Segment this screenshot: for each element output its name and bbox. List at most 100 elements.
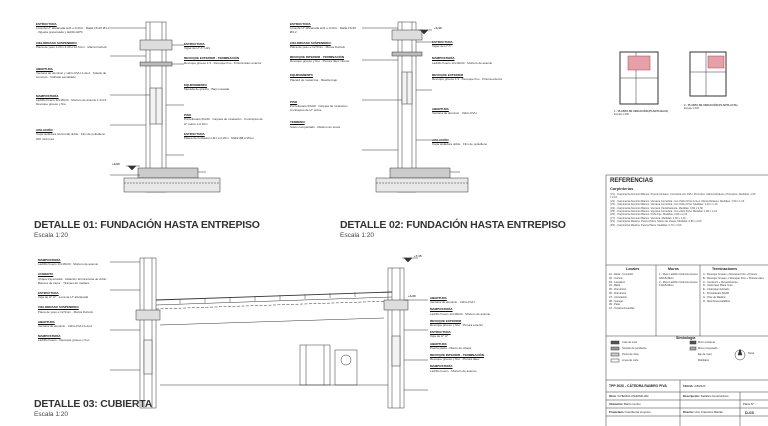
date-value: 2/8/2020 <box>694 384 706 388</box>
note-text: Ladrillo hueco 12x18x33 · Mortero de asi… <box>430 311 491 316</box>
desc-value: Detalles Constructivos <box>700 394 729 398</box>
note-heading: EQUIPAMIENTO <box>290 73 313 78</box>
note-text: Porcellanato 60x60 · Carpeta de nivelaci… <box>290 104 350 113</box>
plan-1-label: 1 - PLANTA DE UBICACIÓN (PLANTA BAJA) Es… <box>614 110 670 116</box>
note-heading: ESTRUCTURA <box>184 131 205 136</box>
note-text: Placa de yeso 1,20 x 2,40 e:12,5mm · Mar… <box>36 44 107 49</box>
terminacion-item: D - Cielorraso Placa Yeso <box>703 284 733 288</box>
director-label: Director: <box>683 410 695 414</box>
locale-item: 03 - Lavadero <box>609 280 626 284</box>
symbol-item: Muro existente <box>698 341 716 344</box>
locale-item: 05 - Dormitorio <box>609 288 627 292</box>
simbologia-list-a: Cota de nivel Sentido de pendiente Punto… <box>622 340 682 364</box>
detail-02-scale: Escala 1:20 <box>340 232 374 239</box>
lugar-label: Ubicación: <box>609 402 624 406</box>
note-text: Revoque grueso y fino · Pintura látex <box>430 357 480 362</box>
detail-01-title: DETALLE 01: FUNDACIÓN HASTA ENTREPISO <box>34 219 260 231</box>
note-text: Ventana de aluminio · Vidrio DVH 4+9+4 <box>38 324 92 329</box>
note-heading: ESTRUCTURA <box>432 40 453 44</box>
locale-item: 10 - Terraza Accesible <box>609 307 635 311</box>
muros-title: Muros <box>668 267 679 271</box>
note-text: Revoque grueso y fino · Pintura látex in… <box>290 59 350 64</box>
note-text: Viga de H° A° · Losa de H° alivianada <box>38 295 89 300</box>
note-text: Ladrillo hueco 12x18x33 · Mortero de asi… <box>432 60 493 65</box>
symbol-item: Eje de muro <box>698 353 712 356</box>
note-heading: MAMPOSTERÍA <box>38 334 61 339</box>
note-heading: ABERTURA <box>430 341 447 346</box>
reference-item: (P2) - Carpintería Madera. Puerta Placa.… <box>610 223 682 227</box>
note-text: Revoque grueso y fino · Pintura exterior <box>430 323 484 328</box>
muro-item: 2 - Muro Ladrillo Cerámico Hueco 12x18x3… <box>659 280 698 288</box>
locale-item: 08 - Garage <box>609 299 623 303</box>
symbol-item: Punto de vista <box>622 353 639 356</box>
title-block-plano-label: Plano N° <box>743 402 755 406</box>
simbologia-title: Simbología <box>676 336 696 340</box>
reference-item: (V3) - Carpintería Aluminio Blanco. Vent… <box>610 203 718 207</box>
note-heading: MAMPOSTERÍA <box>36 93 59 98</box>
locale-item: 02 - Cocina <box>609 276 623 280</box>
title-block-date: FECHA: 2/8/2020 <box>683 384 705 388</box>
references-subheading: Carpinterías <box>610 186 634 191</box>
simbologia-list-b: Muro existente Muro proyectado Eje de mu… <box>698 340 738 364</box>
note-text: Ladrillo hueco · Revoque grueso y fino <box>38 338 90 343</box>
title-block-owner: Propietario: Familia del proyecto <box>609 410 651 414</box>
note-text: Ladrillo hueco 12x18x33 · Mortero de asi… <box>38 262 99 267</box>
locale-item: 01 - Estar - Comedor <box>609 273 634 276</box>
desc-label: Descripción: <box>683 394 700 398</box>
plan-1-scale: Escala 1:200 <box>614 113 629 116</box>
note-text: Losa de H° alivianada H21 e:0,20m · Mall… <box>290 26 357 35</box>
note-heading: ESTRUCTURA <box>430 330 451 335</box>
note-heading: PISO <box>184 113 192 118</box>
note-heading: ABERTURA <box>432 107 449 112</box>
reference-item: (V6) - Carpintería Aluminio Blanco. Paño… <box>610 213 688 217</box>
title-block-obra: Obra: VIVIENDA UNIFAMILIAR <box>609 394 649 398</box>
references-list: (V1) - Carpintería Aluminio Blanco. Puer… <box>610 193 756 227</box>
obra-value: VIVIENDA UNIFAMILIAR <box>617 394 649 398</box>
note-text: Vigas de H° A° H21 <box>184 46 211 51</box>
locale-item: 09 - Patio <box>609 303 621 307</box>
terminacion-item: H - Membrana Asfáltica <box>703 299 730 303</box>
detail-03-title: DETALLE 03: CUBIERTA <box>34 398 153 410</box>
detail-03-scale: Escala 1:20 <box>34 411 68 418</box>
level-mark: +3,00 <box>112 162 120 166</box>
title-block-plano: D-03 <box>745 410 754 415</box>
note-text: Ladrillo hueco 12x18x33 · Mortero de asi… <box>36 97 109 107</box>
reference-item: (V2) - Carpintería Aluminio Blanco. Vent… <box>610 199 745 203</box>
note-heading: ABERTURA <box>430 296 447 300</box>
locale-item: 06 - Dormitorio <box>609 291 627 295</box>
title-block-desc: Descripción: Detalles Constructivos <box>683 394 729 398</box>
lugar-value: Barrio Centro <box>624 402 641 406</box>
note-heading: MAMPOSTERÍA <box>430 307 453 312</box>
terminacion-item: G - Piso de Madera <box>703 295 726 299</box>
level-mark: +3,40 <box>434 26 442 30</box>
date-label: FECHA: <box>683 384 694 388</box>
muros-list: 1 - Muro Ladrillo Cerámico Hueco 18x18x3… <box>659 273 699 288</box>
note-text: Suelo compactado · Relleno de tosca <box>290 124 340 129</box>
note-heading: AISLACIÓN <box>432 137 449 142</box>
note-text: Capa aisladora horizontal doble · Film d… <box>36 132 106 141</box>
detail-03-left-notes: MAMPOSTERÍA Ladrillo hueco 12x18x33 · Mor… <box>38 258 110 343</box>
note-heading: ESTRUCTURA <box>36 22 57 26</box>
note-text: Placa de yeso e:12,5mm · Marca Durlock <box>290 44 346 49</box>
muro-item: 1 - Muro Ladrillo Cerámico Hueco 18x18x3… <box>659 273 698 280</box>
note-heading: REVOQUE EXTERIOR <box>432 72 464 77</box>
detail-02-title: DETALLE 02: FUNDACIÓN HASTA ENTREPISO <box>340 219 566 231</box>
note-heading: MAMPOSTERÍA <box>432 56 455 61</box>
symbol-item: Cota de nivel <box>622 341 638 344</box>
note-heading: ESTRUCTURA <box>184 42 205 46</box>
note-text: Ventana de aluminio · Vidrio DVH <box>430 300 475 305</box>
detail-01-scale: Escala 1:20 <box>34 232 68 239</box>
locales-list: 01 - Estar - Comedor 02 - Cocina 03 - La… <box>609 273 634 311</box>
level-mark: +4,30 <box>408 294 416 298</box>
note-heading: ABERTURA <box>36 67 53 72</box>
locale-item: 07 - Circulación <box>609 295 628 299</box>
reference-item: (V5) - Carpintería Aluminio Blanco. Vent… <box>610 210 717 214</box>
note-heading: CIELORRASO SUSPENDIDO <box>290 40 331 45</box>
note-heading: TERRENO <box>290 120 305 125</box>
title-block-director: Director: Arq. Francisco Beltrán <box>683 410 723 414</box>
reference-item: (V4) - Carpintería Aluminio Blanco. Vent… <box>610 206 703 210</box>
plan-2-label: 2 - PLANTA DE UBICACIÓN (PLANTA ALTA) Es… <box>684 104 744 110</box>
note-text: Puerta placa · Marco de chapa <box>430 345 472 350</box>
